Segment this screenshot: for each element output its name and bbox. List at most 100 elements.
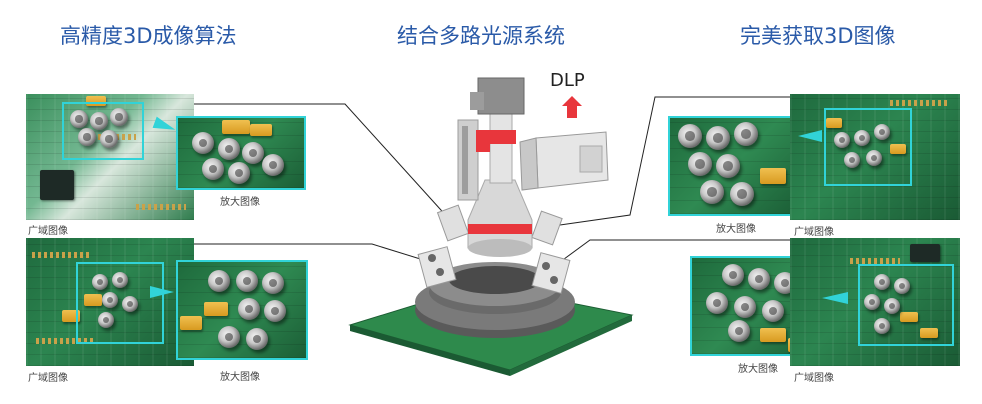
- pad-row: [36, 338, 96, 344]
- capacitor: [762, 300, 784, 322]
- caption-zoom-top-right: 放大图像: [716, 224, 756, 235]
- capacitor: [688, 152, 712, 176]
- capacitor: [98, 312, 114, 328]
- capacitor: [722, 264, 744, 286]
- capacitor: [92, 274, 108, 290]
- capacitor: [192, 132, 214, 154]
- selection-box: [824, 108, 912, 186]
- capacitor: [238, 298, 260, 320]
- red-band-upper: [486, 130, 516, 144]
- capacitor: [734, 122, 758, 146]
- zoom-image-top-right: [668, 116, 798, 216]
- tantalum-capacitor: [760, 328, 786, 342]
- caption-zoom-bottom-left: 放大图像: [220, 372, 260, 383]
- capacitor: [716, 154, 740, 178]
- capacitor: [112, 272, 128, 288]
- capacitor: [246, 328, 268, 350]
- capacitor: [894, 278, 910, 294]
- capacitor: [100, 130, 118, 148]
- capacitor: [218, 326, 240, 348]
- caption-wide-top-left: 广域图像: [28, 226, 68, 237]
- tantalum-capacitor: [760, 168, 786, 184]
- pad-row: [32, 252, 92, 258]
- connector-bottom-right: [559, 239, 790, 263]
- tantalum-capacitor: [180, 316, 202, 330]
- caption-zoom-bottom-right: 放大图像: [738, 364, 778, 375]
- capacitor: [844, 152, 860, 168]
- tantalum-capacitor: [204, 302, 228, 316]
- pad-row: [136, 204, 186, 210]
- capacitor: [218, 138, 240, 160]
- capacitor: [700, 180, 724, 204]
- dlp-projector: [519, 131, 609, 191]
- capacitor: [262, 272, 284, 294]
- zoom-pointer: [150, 286, 174, 298]
- upper-projector-left: [436, 204, 470, 242]
- tantalum-capacitor: [62, 310, 80, 322]
- wide-image-bottom-right: [790, 238, 960, 366]
- capacitor: [874, 274, 890, 290]
- heading-right: 完美获取3D图像: [740, 24, 896, 48]
- 3d-inspection-machine: DLP: [340, 70, 640, 400]
- capacitor: [228, 162, 250, 184]
- capacitor: [874, 318, 890, 334]
- heading-left: 高精度3D成像算法: [60, 24, 237, 48]
- selection-box: [76, 262, 164, 344]
- tantalum-capacitor: [250, 124, 272, 136]
- upper-projector-right: [531, 210, 563, 246]
- caption-wide-bottom-right: 广域图像: [794, 373, 834, 384]
- caption-wide-top-right: 广域图像: [794, 227, 834, 238]
- pad-row: [850, 258, 900, 264]
- capacitor: [864, 294, 880, 310]
- capacitor: [748, 268, 770, 290]
- ic-chip: [40, 170, 74, 200]
- connector-bottom-left: [194, 243, 431, 263]
- capacitor: [884, 298, 900, 314]
- dlp-label: DLP: [550, 70, 585, 91]
- capacitor: [678, 124, 702, 148]
- zoom-image-bottom-left: [176, 260, 308, 360]
- capacitor: [264, 300, 286, 322]
- capacitor: [110, 108, 128, 126]
- capacitor: [122, 296, 138, 312]
- zoom-pointer: [798, 130, 822, 142]
- caption-zoom-top-left: 放大图像: [220, 197, 260, 208]
- capacitor: [102, 292, 118, 308]
- tantalum-capacitor: [86, 96, 106, 106]
- selection-box: [858, 264, 954, 346]
- wide-image-top-right: [790, 94, 960, 220]
- camera-head: [477, 77, 525, 115]
- capacitor: [236, 270, 258, 292]
- capacitor: [242, 142, 264, 164]
- capacitor: [874, 124, 890, 140]
- capacitor: [70, 110, 88, 128]
- tantalum-capacitor: [84, 294, 102, 306]
- side-projector-right: [531, 252, 571, 294]
- red-band-lower: [468, 224, 532, 234]
- tantalum-capacitor: [900, 312, 918, 322]
- machine-illustration: [348, 77, 634, 376]
- connector-top-right: [559, 96, 790, 226]
- capacitor: [202, 158, 224, 180]
- capacitor: [728, 320, 750, 342]
- capacitor: [734, 296, 756, 318]
- selection-box: [62, 102, 144, 160]
- capacitor: [854, 130, 870, 146]
- capacitor: [78, 128, 96, 146]
- heading-center: 结合多路光源系统: [397, 24, 565, 48]
- capacitor: [90, 112, 108, 130]
- camera-tube: [489, 107, 513, 184]
- connector-top-left: [194, 103, 451, 221]
- capacitor: [208, 270, 230, 292]
- zoom-pointer: [822, 292, 848, 304]
- capacitor: [866, 150, 882, 166]
- ic-chip: [910, 244, 940, 262]
- dlp-arrow-shaft: [567, 106, 577, 118]
- capacitor: [706, 292, 728, 314]
- tantalum-capacitor: [890, 144, 906, 154]
- wide-image-bottom-left: [26, 238, 194, 366]
- capacitor: [262, 154, 284, 176]
- capacitor: [706, 126, 730, 150]
- pad-row: [890, 100, 950, 106]
